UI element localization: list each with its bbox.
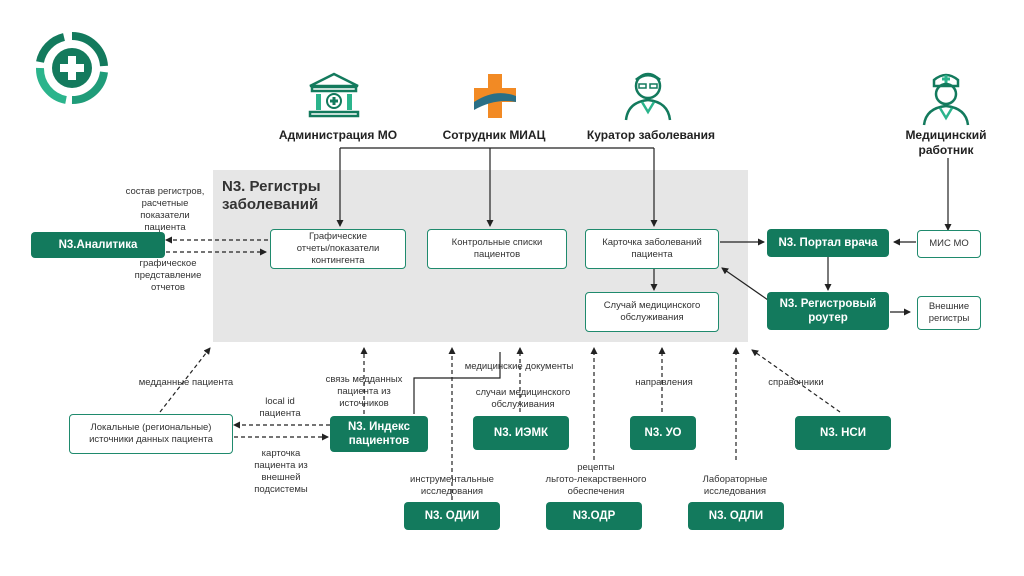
label-link-meddata: связь медданных пациента из источников (325, 374, 403, 409)
local-sources-box: Локальные (региональные) источники данны… (69, 414, 233, 454)
label-med-documents: медицинские документы (464, 361, 574, 372)
label-med-cases: случаи медицинского обслуживания (475, 387, 571, 410)
cross-in-circle-arrows-icon (35, 31, 108, 105)
doctor-portal-box: N3. Портал врача (767, 229, 889, 257)
actor-medic-label: Медицинский работник (905, 128, 987, 157)
label-laboratory: Лабораторные исследования (702, 474, 768, 497)
label-instrumental: инструментальные исследования (410, 474, 494, 497)
actor-miac-label: Сотрудник МИАЦ (442, 128, 546, 142)
nsi-box: N3. НСИ (795, 416, 891, 450)
med-case-box: Случай медицинского обслуживания (585, 292, 719, 332)
medical-cross-icon (474, 74, 516, 118)
odr-box: N3.ОДР (546, 502, 642, 530)
label-graphic-reports: графическое представление отчетов (134, 258, 202, 293)
disease-card-box: Карточка заболеваний пациента (585, 229, 719, 269)
external-registers-box: Внешние регистры (917, 296, 981, 330)
label-references: справочники (768, 377, 824, 388)
mis-mo-box: МИС МО (917, 230, 981, 258)
label-card-external: карточка пациента из внешней подсистемы (254, 448, 308, 495)
actor-admin-label: Администрация МО (278, 128, 398, 142)
nurse-icon (922, 73, 970, 126)
label-prescriptions: рецепты льгото-лекарственного обеспечени… (545, 462, 647, 497)
register-router-box: N3. Регистровый роутер (767, 292, 889, 330)
odli-box: N3. ОДЛИ (688, 502, 784, 530)
logo (35, 31, 108, 105)
reports-box: Графические отчеты/показатели контингент… (270, 229, 406, 269)
uo-box: N3. УО (630, 416, 696, 450)
actor-curator-label: Куратор заболевания (586, 128, 716, 142)
label-patient-meddata: медданные пациента (138, 377, 234, 388)
doctor-icon (624, 72, 672, 121)
odii-box: N3. ОДИИ (404, 502, 500, 530)
patient-index-box: N3. Индекс пациентов (330, 416, 428, 452)
label-directions: направления (635, 377, 693, 388)
label-local-id: local id пациента (259, 396, 301, 419)
analytics-box: N3.Аналитика (31, 232, 165, 258)
label-registers-composition: состав регистров, расчетные показатели п… (125, 186, 205, 233)
bank-icon (308, 72, 360, 118)
control-lists-box: Контрольные списки пациентов (427, 229, 567, 269)
panel-title: N3. Регистры заболеваний (222, 178, 321, 213)
iemk-box: N3. ИЭМК (473, 416, 569, 450)
